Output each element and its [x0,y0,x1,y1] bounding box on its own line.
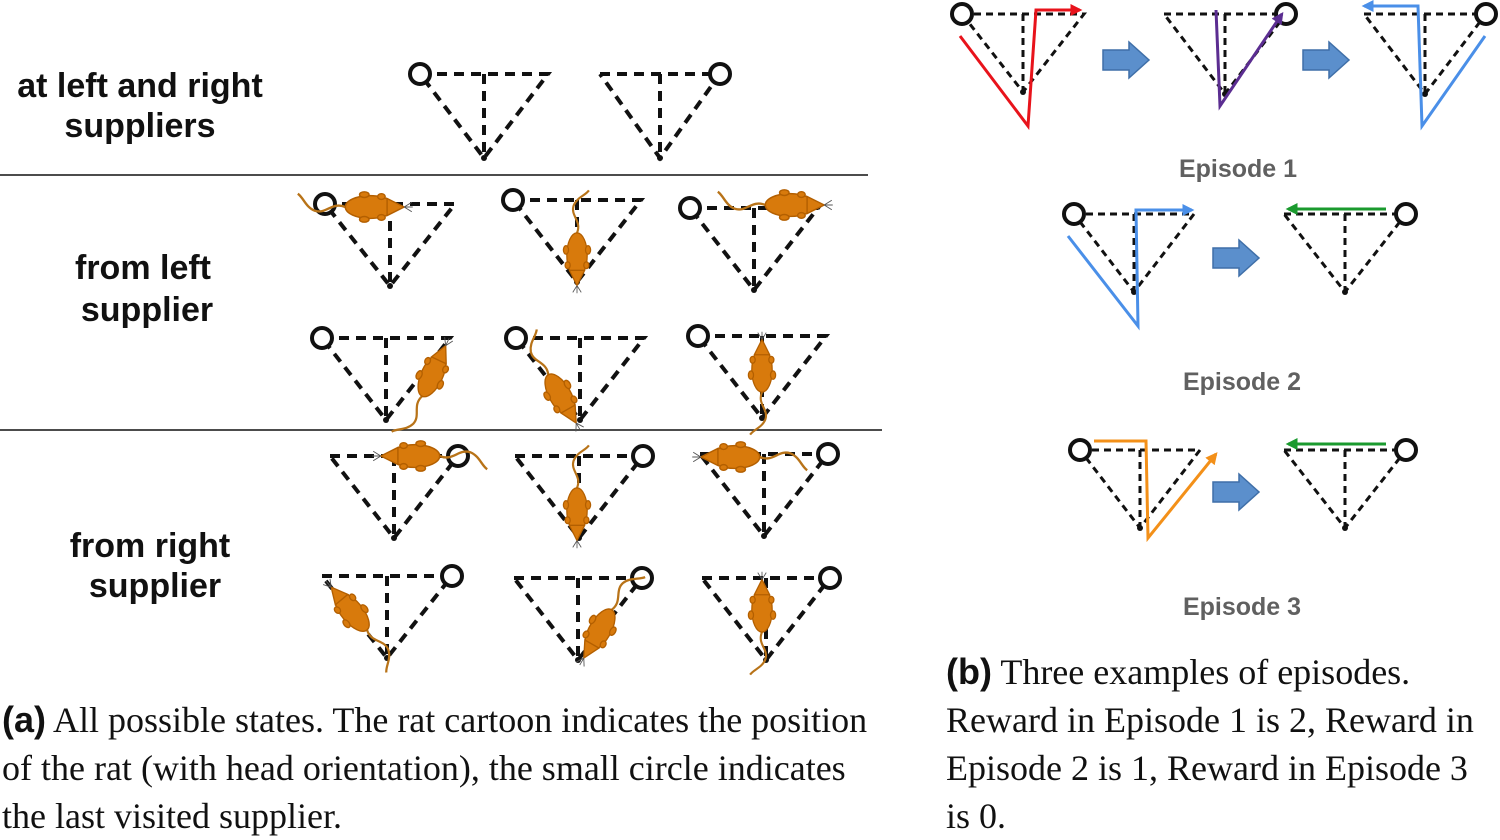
supplier-circle-icon [1068,438,1092,462]
caption-b-tag: (b) [946,651,992,692]
row-label-right-line2: supplier [89,567,221,605]
caption-a: (a) All possible states. The rat cartoon… [2,696,882,840]
row-label-right-line1: from right [70,527,231,565]
supplier-circle-icon [504,326,528,350]
maze-triangle [512,576,647,664]
supplier-circle-icon [408,62,432,86]
caption-b-text: Three examples of episodes. Reward in Ep… [946,652,1474,836]
supplier-circle-icon [950,2,974,26]
row-label-left-line1: from left [75,249,211,287]
caption-a-text: All possible states. The rat cartoon ind… [2,700,868,836]
maze-triangle [418,72,553,162]
path-blue [1361,0,1487,131]
step-arrows [1102,40,1351,512]
rat-icon [716,188,834,222]
maze-triangle [1282,448,1410,531]
panel-a: at left and right suppliers from left su… [0,62,882,676]
row-label-left-line2: supplier [81,291,213,329]
maze-triangle [320,336,455,424]
episode-label-2: Episode 2 [1183,368,1301,396]
maze-triangle [1282,212,1410,295]
supplier-circle-icon [1474,2,1498,26]
step-arrow-icon [1302,40,1351,80]
path-orange [1094,439,1218,543]
caption-a-tag: (a) [2,699,46,740]
panel-b: Episode 1 Episode 2 Episode 3 [950,0,1498,621]
maze-triangle [960,12,1088,95]
rat-icon [691,440,809,474]
supplier-circle-icon [1394,438,1418,462]
path-red [958,4,1083,131]
episode-label-3: Episode 3 [1183,593,1301,621]
maze-triangle [1072,212,1198,295]
maze-triangle [1362,12,1490,97]
maze-triangle [688,206,823,294]
supplier-circle-icon [686,324,710,348]
row-label-both-line1: at left and right [17,67,263,105]
supplier-circle-icon [440,564,464,588]
maze-triangle [323,202,460,290]
step-arrow-icon [1212,238,1261,278]
maze-triangle [698,452,833,540]
rat-icon [747,570,777,676]
step-arrow-icon [1212,472,1261,512]
maze-triangle [598,72,724,162]
rat-icon [388,331,464,445]
maze-triangle [1162,12,1290,97]
supplier-circle-icon [631,444,655,468]
supplier-circle-icon [816,442,840,466]
supplier-circle-icon [501,188,525,212]
path-blue [1066,204,1195,331]
step-arrow-icon [1102,40,1151,80]
supplier-circle-icon [1394,202,1418,226]
maze-triangle [328,454,463,542]
episode-label-1: Episode 1 [1179,155,1297,183]
supplier-circle-icon [678,196,702,220]
path-purple [1214,9,1284,111]
maze-grid-a [296,62,842,676]
supplier-circle-icon [310,326,334,350]
maze-triangle [514,336,649,424]
maze-triangle [1078,448,1204,531]
supplier-circle-icon [1062,202,1086,226]
supplier-circle-icon [708,62,732,86]
caption-b: (b) Three examples of episodes. Reward i… [946,648,1500,840]
row-label-both-line2: suppliers [64,107,215,145]
supplier-circle-icon [818,566,842,590]
